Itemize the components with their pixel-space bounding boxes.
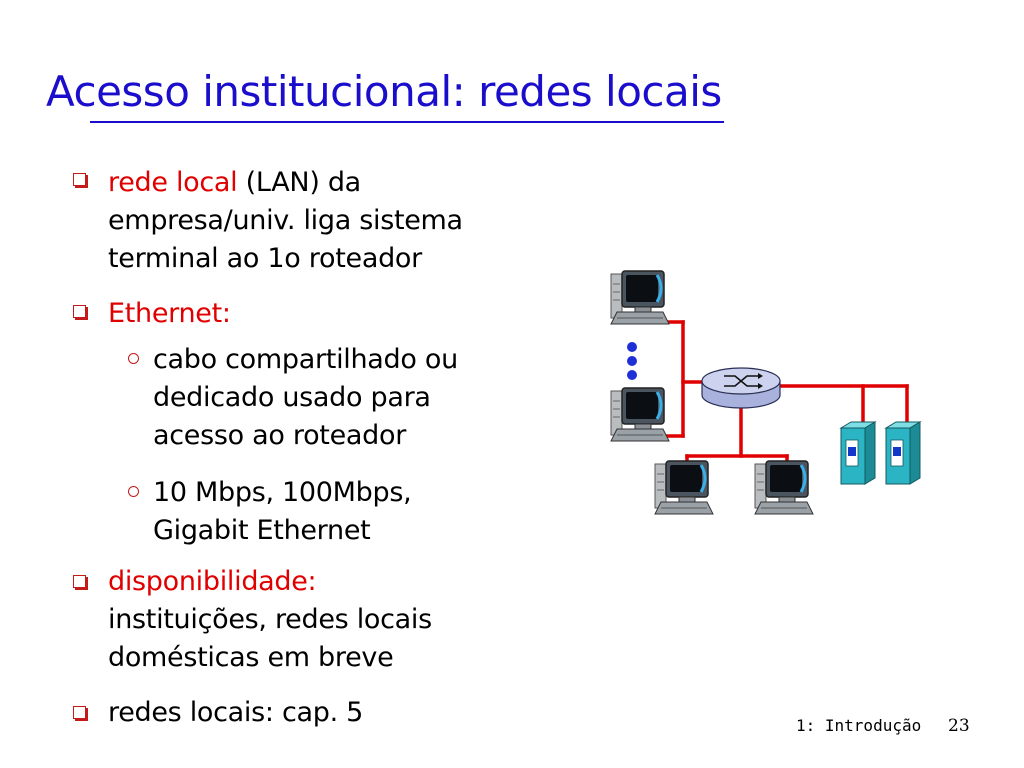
slide-title-text: Acesso institucional: redes locais: [46, 67, 722, 116]
bullet-2-line-1: Ethernet:: [108, 295, 231, 333]
slide-title: Acesso institucional: redes locais: [46, 66, 724, 123]
subbullet-1-line-3: acesso ao roteador: [153, 420, 407, 451]
subbullet-2-line-2: Gigabit Ethernet: [153, 515, 371, 546]
subbullet-1-line-1: cabo compartilhado ou: [153, 344, 458, 375]
bullet-1-line-1: rede local (LAN) da: [108, 164, 361, 202]
square-bullet-icon: [73, 305, 86, 318]
subbullet-2-line-1: 10 Mbps, 100Mbps,: [153, 477, 412, 508]
bullet-4-line-1: redes locais: cap. 5: [108, 697, 364, 728]
bullet-3-highlight: disponibilidade:: [108, 566, 317, 597]
circle-bullet-icon: [128, 353, 139, 364]
server-icon-1: [840, 421, 876, 485]
bullet-1-line-2: empresa/univ. liga sistema: [108, 205, 463, 236]
bullet-1-highlight: rede local: [108, 167, 238, 198]
title-underline: [90, 121, 724, 123]
pc-icon-bottom-left: [653, 459, 715, 516]
bullet-1-line-3: terminal ao 1o roteador: [108, 243, 422, 274]
bullet-3-line-3: domésticas em breve: [108, 642, 394, 673]
pc-icon-middle: [609, 386, 671, 443]
server-icon-2: [885, 421, 921, 485]
square-bullet-icon: [73, 173, 86, 186]
square-bullet-icon: [73, 575, 86, 588]
bullet-2-highlight: Ethernet:: [108, 298, 231, 329]
footer-chapter-label: 1: Introdução: [796, 716, 922, 735]
pc-icon-top: [609, 269, 671, 326]
subbullet-1-line-2: dedicado usado para: [153, 382, 431, 413]
ellipsis-icon: [627, 342, 637, 380]
router-icon: [701, 367, 781, 409]
circle-bullet-icon: [128, 486, 139, 497]
bullet-3-line-2: instituições, redes locais: [108, 604, 432, 635]
square-bullet-icon: [73, 706, 86, 719]
page-number: 23: [948, 716, 970, 736]
bullet-3-line-1: disponibilidade:: [108, 563, 317, 601]
bullet-1-text: (LAN) da: [237, 167, 362, 198]
pc-icon-bottom-right: [753, 459, 815, 516]
lan-diagram: [609, 269, 921, 516]
